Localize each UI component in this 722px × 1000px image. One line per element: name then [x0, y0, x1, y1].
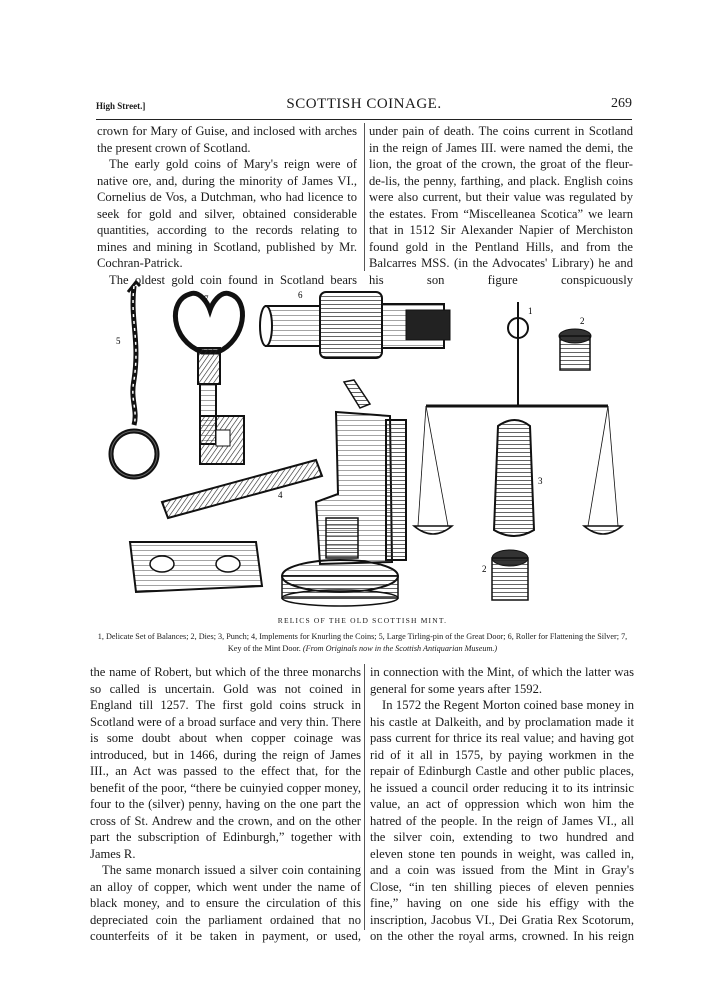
- bottom-left-column: the name of Robert, but which of the thr…: [90, 664, 361, 945]
- balances-drawing: 1: [411, 302, 625, 535]
- tirling-pin-drawing: 5: [108, 280, 160, 480]
- figure-label-6: 6: [298, 290, 303, 300]
- figure-label-4: 4: [278, 490, 283, 500]
- page-number: 269: [611, 96, 632, 111]
- caption-text: 1, Delicate Set of Balances; 2, Dies; 3,…: [97, 632, 628, 653]
- figure-label-5: 5: [116, 336, 121, 346]
- figure-label-2a: 2: [580, 316, 585, 326]
- caption-source: (From Originals now in the Scottish Anti…: [302, 644, 498, 653]
- figure-label-1: 1: [528, 306, 533, 316]
- header-rule: [96, 119, 632, 120]
- mint-key-drawing: 7: [173, 290, 245, 465]
- paragraph: the name of Robert, but which of the thr…: [90, 665, 361, 861]
- page-header: High Street.] SCOTTISH COINAGE. 269: [96, 96, 632, 116]
- bottom-right-column: in connection with the Mint, of which th…: [370, 664, 634, 945]
- top-right-column: under pain of death. The coins current i…: [369, 123, 633, 288]
- paragraph: under pain of death. The coins current i…: [369, 124, 633, 287]
- figure-label-3: 3: [538, 476, 543, 486]
- page-title: SCOTTISH COINAGE.: [286, 96, 442, 112]
- paragraph: The early gold coins of Mary's reign wer…: [97, 157, 357, 270]
- knurling-implement-drawing: 4: [160, 379, 407, 607]
- die-upper-drawing: 2: [558, 316, 592, 371]
- punch-drawing: 3: [492, 419, 543, 537]
- figure-label-7: 7: [204, 294, 209, 304]
- column-divider: [364, 664, 365, 930]
- paragraph: crown for Mary of Guise, and inclosed wi…: [97, 124, 357, 155]
- paragraph: The same monarch issued a silver coin co…: [90, 863, 361, 943]
- running-head: High Street.]: [96, 101, 146, 111]
- die-lower-drawing: 2: [482, 549, 529, 601]
- die-plate-drawing: [128, 541, 264, 594]
- paragraph: In 1572 the Regent Morton coined base mo…: [370, 698, 634, 943]
- top-left-column: crown for Mary of Guise, and inclosed wi…: [97, 123, 357, 288]
- figure-title: RELICS OF THE OLD SCOTTISH MINT.: [277, 616, 448, 625]
- silver-roller-drawing: 6: [259, 290, 451, 359]
- paragraph: in connection with the Mint, of which th…: [370, 665, 634, 696]
- paragraph: The oldest gold coin found in Scotland b…: [109, 272, 357, 287]
- mint-relics-illustration: 5 7 6 4: [108, 280, 625, 607]
- figure-caption: 1, Delicate Set of Balances; 2, Dies; 3,…: [92, 631, 633, 655]
- column-divider: [364, 123, 365, 271]
- figure-label-2b: 2: [482, 564, 487, 574]
